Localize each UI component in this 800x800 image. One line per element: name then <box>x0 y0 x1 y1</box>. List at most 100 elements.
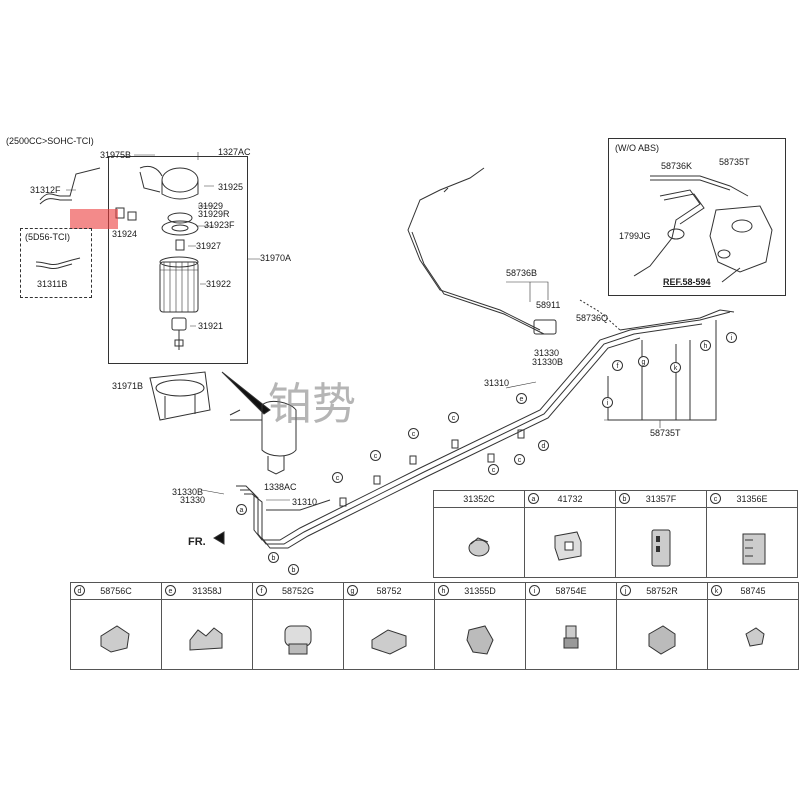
part-31929[interactable]: 31929 <box>198 201 224 211</box>
part-illustration <box>563 625 579 649</box>
callout-key-a: a <box>528 493 539 504</box>
callout-a[interactable]: a <box>236 504 247 515</box>
part-31975b[interactable]: 31975B <box>100 150 132 160</box>
part-cell-58756c[interactable]: d 58756C <box>70 582 162 670</box>
part-number: 31356E <box>736 494 768 504</box>
callout-key-j: j <box>620 585 631 596</box>
wo-abs-title: (W/O ABS) <box>615 143 660 153</box>
part-1338ac[interactable]: 1338AC <box>264 482 297 492</box>
part-cell-header: e 31358J <box>162 583 252 600</box>
part-illustration <box>100 625 130 653</box>
part-cell-header: a 41732 <box>525 491 615 508</box>
part-number: 58756C <box>100 586 132 596</box>
callout-h[interactable]: h <box>700 340 711 351</box>
callout-k[interactable]: k <box>670 362 681 373</box>
callout-b-1[interactable]: b <box>268 552 279 563</box>
ref-58-594[interactable]: REF.58-594 <box>663 277 711 287</box>
part-31312f[interactable]: 31312F <box>30 185 61 195</box>
wo-abs-inset: (W/O ABS) 58736K 58735T 1799JG REF.58-59… <box>608 138 786 296</box>
part-31330[interactable]: 31330 <box>534 348 560 358</box>
part-number: 58752R <box>646 586 678 596</box>
callout-c-5[interactable]: c <box>488 464 499 475</box>
part-58911[interactable]: 58911 <box>536 300 561 310</box>
callout-g[interactable]: g <box>638 356 649 367</box>
callout-c-3[interactable]: c <box>408 428 419 439</box>
callout-key-g: g <box>347 585 358 596</box>
part-31923f[interactable]: 31923F <box>204 220 235 230</box>
part-31330b-left[interactable]: 31330B <box>172 487 204 497</box>
callout-key-d: d <box>74 585 85 596</box>
callout-c-6[interactable]: c <box>514 454 525 465</box>
part-illustration <box>651 529 671 567</box>
part-illustration <box>468 537 490 557</box>
callout-i-2[interactable]: i <box>602 397 613 408</box>
part-58736k[interactable]: 58736K <box>661 161 693 171</box>
part-58735t[interactable]: 58735T <box>650 428 681 438</box>
callout-b-2[interactable]: b <box>288 564 299 575</box>
part-31330b[interactable]: 31330B <box>532 357 564 367</box>
callout-e[interactable]: e <box>516 393 527 404</box>
front-direction-label: FR. <box>188 536 206 548</box>
part-number: 58754E <box>555 586 587 596</box>
part-illustration <box>745 627 765 647</box>
variant-box-5d56: (5D56-TCI) 31311B <box>20 228 92 298</box>
part-illustration <box>371 629 407 655</box>
part-31921[interactable]: 31921 <box>198 321 224 331</box>
callout-i-1[interactable]: i <box>726 332 737 343</box>
callout-f[interactable]: f <box>612 360 623 371</box>
part-31310-left[interactable]: 31310 <box>292 497 318 507</box>
part-31924[interactable]: 31924 <box>112 229 138 239</box>
part-number: 31352C <box>463 494 495 504</box>
part-31311b[interactable]: 31311B <box>37 279 68 289</box>
part-number: 41732 <box>557 494 583 504</box>
part-58736b[interactable]: 58736B <box>506 268 538 278</box>
part-31929r[interactable]: 31929R <box>198 209 230 219</box>
callout-c-4[interactable]: c <box>448 412 459 423</box>
part-1327ac[interactable]: 1327AC <box>218 147 251 157</box>
part-illustration <box>554 531 582 561</box>
watermark: 铂势 <box>268 379 356 430</box>
part-cell-31352c[interactable]: 31352C <box>433 490 525 578</box>
callout-c-2[interactable]: c <box>370 450 381 461</box>
part-58736q[interactable]: 58736Q <box>576 313 609 323</box>
part-31310[interactable]: 31310 <box>484 378 510 388</box>
part-cell-58752r[interactable]: j 58752R <box>616 582 708 670</box>
callout-key-b: b <box>619 493 630 504</box>
part-cell-header: d 58756C <box>71 583 161 600</box>
callout-key-h: h <box>438 585 449 596</box>
callout-c-1[interactable]: c <box>332 472 343 483</box>
part-illustration <box>742 533 766 565</box>
part-31922[interactable]: 31922 <box>206 279 232 289</box>
part-31970a[interactable]: 31970A <box>260 253 292 263</box>
part-cell-31358j[interactable]: e 31358J <box>161 582 253 670</box>
part-number: 31358J <box>192 586 222 596</box>
part-cell-header: j 58752R <box>617 583 707 600</box>
part-illustration <box>284 625 312 655</box>
engine-note: (2500CC>SOHC-TCI) <box>6 136 94 146</box>
part-58735t-inset[interactable]: 58735T <box>719 157 750 167</box>
part-cell-41732[interactable]: a 41732 <box>524 490 616 578</box>
part-cell-header: 31352C <box>434 491 524 508</box>
part-1799jg[interactable]: 1799JG <box>619 231 651 241</box>
callout-d[interactable]: d <box>538 440 549 451</box>
part-31330-left[interactable]: 31330 <box>180 495 206 505</box>
part-31927[interactable]: 31927 <box>196 241 222 251</box>
callout-key-e: e <box>165 585 176 596</box>
callout-key-f: f <box>256 585 267 596</box>
variant-title: (5D56-TCI) <box>25 232 71 242</box>
part-31971b[interactable]: 31971B <box>112 381 144 391</box>
part-31925[interactable]: 31925 <box>218 182 244 192</box>
